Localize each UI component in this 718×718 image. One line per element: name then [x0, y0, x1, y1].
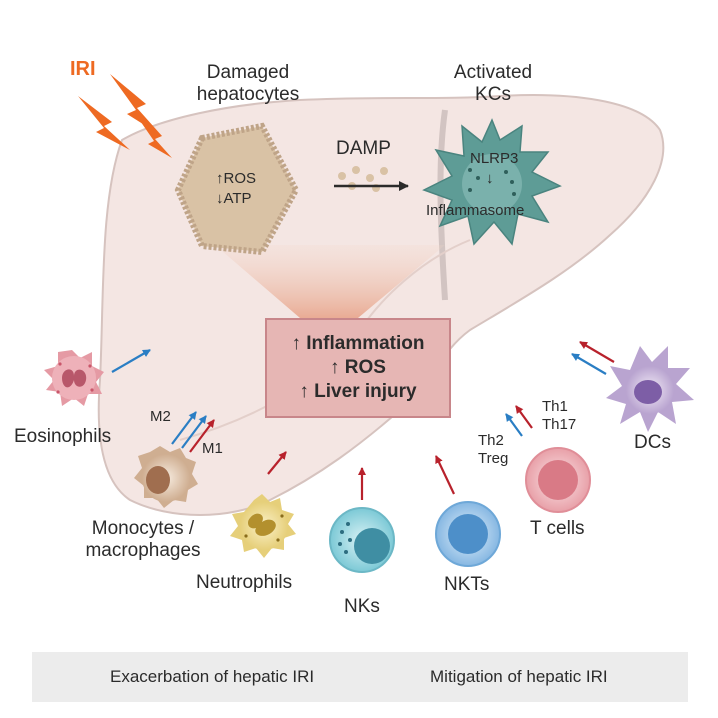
dendritic-cell-icon [606, 346, 694, 432]
neutrophils-label: Neutrophils [196, 572, 293, 593]
nkt-exacerbation-arrow [435, 455, 455, 495]
treg-label: Treg [478, 450, 509, 467]
th17-label: Th17 [542, 416, 577, 433]
eosinophil-mitigation-arrow [111, 349, 151, 373]
m2-mitigation-arrow-1 [171, 411, 197, 445]
nks-label: NKs [344, 596, 380, 617]
th1-exacerbation-arrow [515, 405, 533, 429]
monocytes-line-1: Monocytes / [91, 518, 195, 539]
m2-mitigation-arrow-2 [181, 415, 207, 449]
legend-mitigation-text: Mitigation of hepatic IRI [430, 667, 608, 686]
neutrophil-icon [230, 494, 296, 558]
damaged-hepatocytes-line-1: Damaged [206, 62, 290, 83]
th2-label: Th2 [478, 432, 504, 449]
legend: Exacerbation of hepatic IRI Mitigation o… [32, 652, 688, 702]
dc-mitigation-arrow [571, 353, 607, 375]
outcome-ros: ↑ ROS [330, 357, 386, 378]
legend-mitigation: Mitigation of hepatic IRI [430, 667, 608, 687]
activated-kcs-line-1: Activated [453, 62, 533, 83]
eosinophil-icon [44, 350, 104, 406]
th1-label: Th1 [542, 398, 568, 415]
outcome-box: ↑ Inflammation ↑ ROS ↑ Liver injury [265, 318, 451, 418]
eosinophils-label: Eosinophils [14, 426, 112, 447]
t-cell-icon [525, 447, 591, 513]
dcs-label: DCs [634, 432, 671, 453]
neutrophil-exacerbation-arrow [267, 451, 287, 475]
th2-mitigation-arrow [505, 413, 523, 437]
monocytes-line-2: macrophages [85, 540, 201, 561]
outcome-liver-injury: ↑ Liver injury [299, 381, 417, 402]
activated-kcs-line-2: KCs [475, 84, 511, 105]
dc-exacerbation-arrow [579, 341, 615, 363]
damaged-hepatocyte-icon [174, 122, 300, 256]
effector-arrows [111, 341, 615, 500]
nkt-cell-icon [435, 501, 501, 567]
monocytes-label: Monocytes / macrophages [58, 518, 228, 562]
th1-th17-label: Th1 Th17 [542, 398, 576, 434]
convergence-funnel [215, 245, 445, 318]
legend-exacerbation-text: Exacerbation of hepatic IRI [110, 667, 315, 686]
damp-label: DAMP [336, 138, 391, 159]
damaged-hepatocytes-line-2: hepatocytes [196, 84, 300, 105]
m1-exacerbation-arrow [189, 419, 215, 453]
t-cells-label: T cells [530, 518, 585, 539]
lightning-icon [78, 74, 172, 158]
legend-exacerbation: Exacerbation of hepatic IRI [110, 667, 314, 687]
activated-kcs-label: Activated KCs [428, 62, 558, 106]
nk-cell-icon [329, 507, 395, 573]
inflammasome-label: Inflammasome [426, 202, 525, 219]
hepatocyte-atp-label: ↓ATP [216, 190, 252, 207]
iri-label: IRI [70, 58, 96, 80]
hepatocyte-ros-label: ↑ROS [216, 170, 257, 187]
macrophage-icon [134, 446, 198, 508]
m1-label: M1 [202, 440, 223, 457]
outcome-inflammation: ↑ Inflammation [291, 333, 425, 354]
nlrp3-arrow: ↓ [486, 170, 494, 187]
damaged-hepatocytes-label: Damaged hepatocytes [178, 62, 318, 106]
kupffer-cell-icon [422, 118, 562, 246]
th2-treg-label: Th2 Treg [478, 432, 508, 468]
m2-label: M2 [150, 408, 171, 425]
nkts-label: NKTs [444, 574, 490, 595]
nlrp3-label: NLRP3 [470, 150, 519, 167]
